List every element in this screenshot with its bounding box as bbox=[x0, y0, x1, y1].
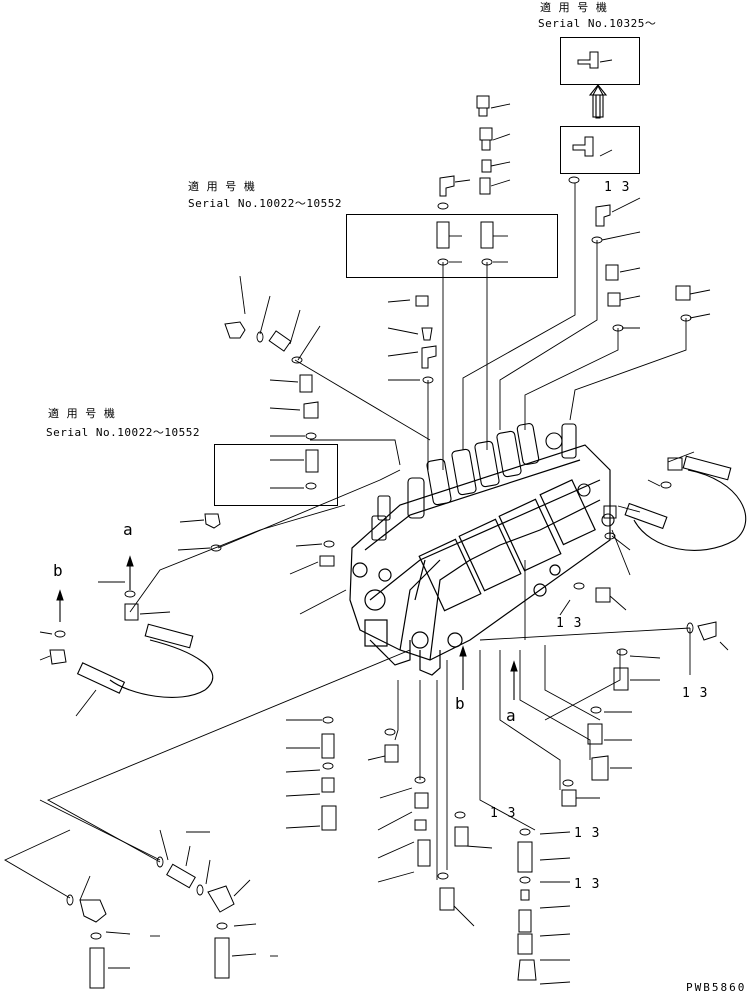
variant-box-new bbox=[560, 37, 640, 85]
callout-13-c: 1 3 bbox=[682, 686, 709, 701]
variant-box-top bbox=[346, 214, 558, 278]
applicability-heading-1: 適 用 号 機 bbox=[540, 1, 608, 14]
up-arrow-serial bbox=[588, 84, 608, 119]
drawing-code: PWB5860 bbox=[686, 981, 747, 994]
applicability-serial-1: Serial No.10325〜 bbox=[538, 17, 657, 30]
direction-b-left: b bbox=[53, 561, 64, 580]
direction-a-center: a bbox=[506, 706, 517, 725]
callout-13-f: 1 3 bbox=[574, 877, 601, 892]
arrow-b-left bbox=[56, 589, 64, 622]
callout-13-b: 1 3 bbox=[556, 616, 583, 631]
arrow-a-center bbox=[510, 660, 518, 700]
applicability-serial-2: Serial No.10022〜10552 bbox=[188, 197, 342, 210]
valve-relief-caps bbox=[371, 422, 615, 541]
leader-lines bbox=[4, 183, 691, 899]
o-rings bbox=[54, 176, 694, 940]
direction-a-left: a bbox=[123, 520, 134, 539]
arrow-b-center bbox=[459, 645, 467, 690]
applicability-heading-2: 適 用 号 機 bbox=[188, 180, 256, 193]
callout-13-d: 1 3 bbox=[490, 806, 517, 821]
hose-left bbox=[76, 623, 214, 698]
variant-box-left bbox=[214, 444, 338, 506]
callout-ticks bbox=[39, 59, 729, 985]
fittings bbox=[49, 51, 717, 989]
callout-13-a: 1 3 bbox=[604, 180, 631, 195]
variant-box-old bbox=[560, 126, 640, 174]
callout-13-e: 1 3 bbox=[574, 826, 601, 841]
direction-b-center: b bbox=[455, 694, 466, 713]
control-valve-body bbox=[349, 444, 611, 676]
hose-right bbox=[624, 455, 747, 551]
arrow-a-left bbox=[126, 555, 134, 590]
applicability-heading-3: 適 用 号 機 bbox=[48, 407, 116, 420]
applicability-serial-3: Serial No.10022〜10552 bbox=[46, 426, 200, 439]
